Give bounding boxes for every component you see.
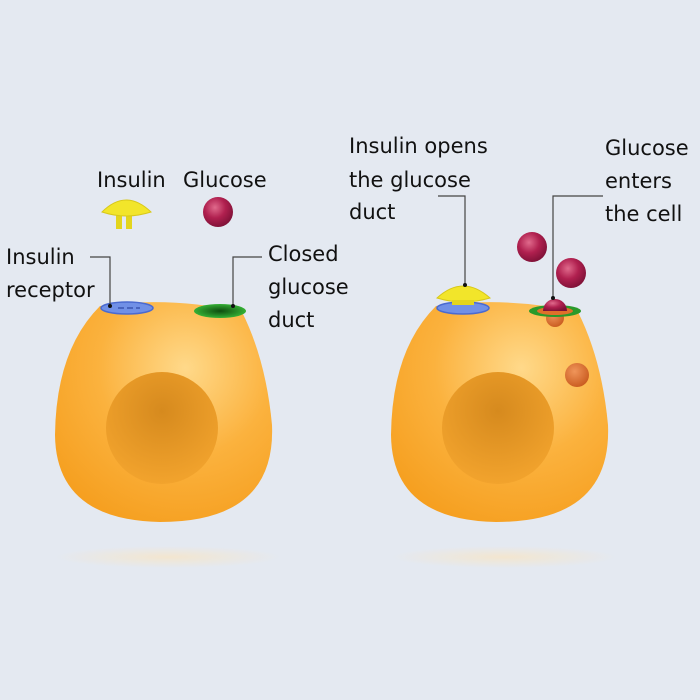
insulin-opens-label: the glucose bbox=[349, 168, 471, 192]
leader-line bbox=[438, 195, 466, 285]
nucleus bbox=[442, 372, 554, 484]
entering-glucose bbox=[543, 299, 567, 311]
glucose-icon bbox=[203, 197, 233, 227]
left-cell bbox=[55, 301, 280, 568]
insulin-receptor-label: receptor bbox=[6, 278, 95, 302]
insulin-opens-label: duct bbox=[349, 200, 395, 224]
glucose-molecule bbox=[517, 232, 547, 262]
closed-glucose-duct bbox=[194, 304, 246, 318]
leader-line bbox=[552, 195, 603, 298]
leader-line bbox=[90, 256, 111, 306]
glucose-enters-label: Glucose bbox=[605, 136, 689, 160]
insulin-opens-label: Insulin opens bbox=[349, 134, 488, 158]
closed-duct-label: glucose bbox=[268, 275, 349, 299]
cell-shadow bbox=[56, 546, 280, 568]
closed-duct-label: duct bbox=[268, 308, 314, 332]
glucose-enters-label: enters bbox=[605, 169, 672, 193]
insulin-icon bbox=[101, 199, 152, 229]
leader-line bbox=[232, 256, 262, 306]
bound-insulin bbox=[436, 285, 492, 303]
insulin-label: Insulin bbox=[97, 168, 166, 192]
glucose-label: Glucose bbox=[183, 168, 267, 192]
vesicle bbox=[565, 363, 589, 387]
nucleus bbox=[106, 372, 218, 484]
closed-duct-label: Closed bbox=[268, 242, 339, 266]
glucose-enters-label: the cell bbox=[605, 202, 682, 226]
glucose-molecule bbox=[556, 258, 586, 288]
right-cell bbox=[391, 232, 616, 568]
cell-shadow bbox=[392, 546, 616, 568]
insulin-receptor-label: Insulin bbox=[6, 245, 75, 269]
